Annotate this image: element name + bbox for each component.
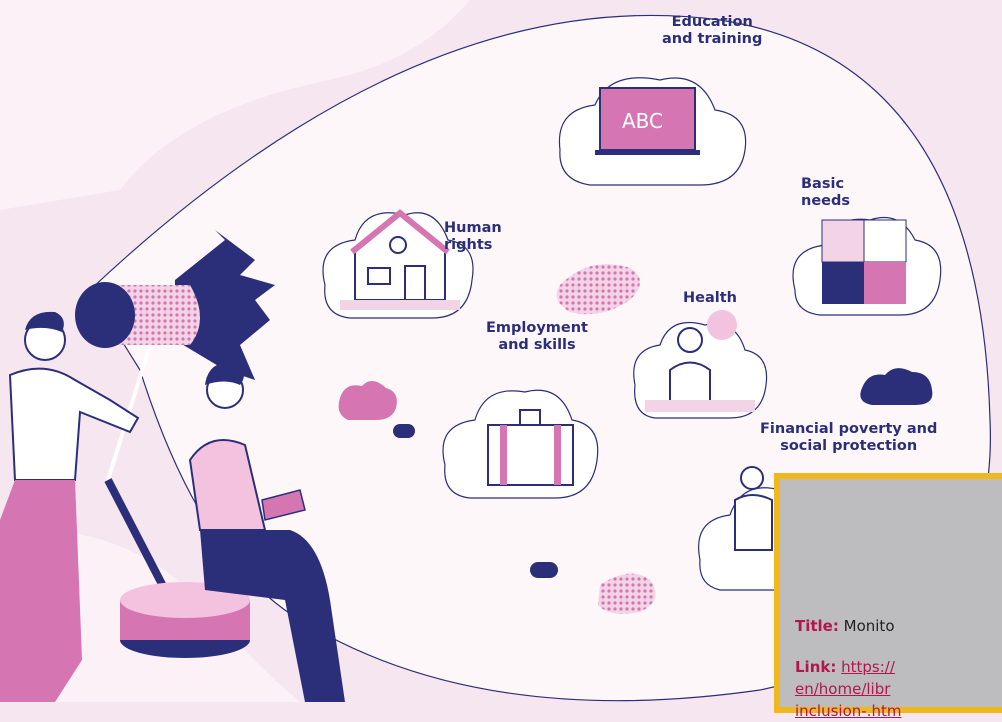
- telescope: [75, 230, 275, 592]
- card-title-row: Title: Monito: [795, 615, 895, 637]
- card-title-label: Title:: [795, 617, 839, 635]
- card-link-line-1[interactable]: https://: [841, 658, 895, 676]
- stool: [120, 582, 250, 658]
- basic-needs-cloud: [792, 216, 942, 316]
- puzzle-piece: [864, 262, 906, 304]
- puzzle-piece: [821, 219, 865, 263]
- health-cloud: [633, 310, 768, 419]
- puzzle-piece: [863, 219, 907, 263]
- financial-cloud: [698, 466, 781, 591]
- education-cloud: ABC: [558, 77, 747, 186]
- standing-person: [0, 311, 140, 702]
- health-dot: [707, 310, 737, 340]
- card-link-line-3[interactable]: inclusion-.htm: [795, 702, 902, 720]
- board-text: ABC: [622, 109, 663, 133]
- puzzle-piece: [822, 262, 864, 304]
- small-pill: [393, 424, 415, 438]
- sitting-person: [188, 361, 345, 702]
- dotted-blob: [556, 264, 640, 315]
- chalkboard: [599, 87, 696, 151]
- illustration-scene: ABC: [0, 0, 991, 702]
- small-cloud: [338, 380, 397, 420]
- dotted-blob: [598, 573, 656, 614]
- card-link-line-2[interactable]: en/home/libr: [795, 680, 891, 698]
- small-cloud: [860, 368, 933, 405]
- employment-cloud: [442, 389, 599, 499]
- card-link-label: Link:: [795, 658, 837, 676]
- info-card: Title: Monito Link: https:// en/home/lib…: [774, 473, 1002, 720]
- small-pill: [530, 562, 558, 578]
- card-link-row: Link: https:// en/home/libr inclusion-.h…: [795, 656, 901, 722]
- topic-health: Health: [683, 290, 737, 306]
- human-rights-cloud: [322, 209, 474, 319]
- background-blob: [0, 0, 470, 210]
- card-title-value: Monito: [843, 617, 895, 635]
